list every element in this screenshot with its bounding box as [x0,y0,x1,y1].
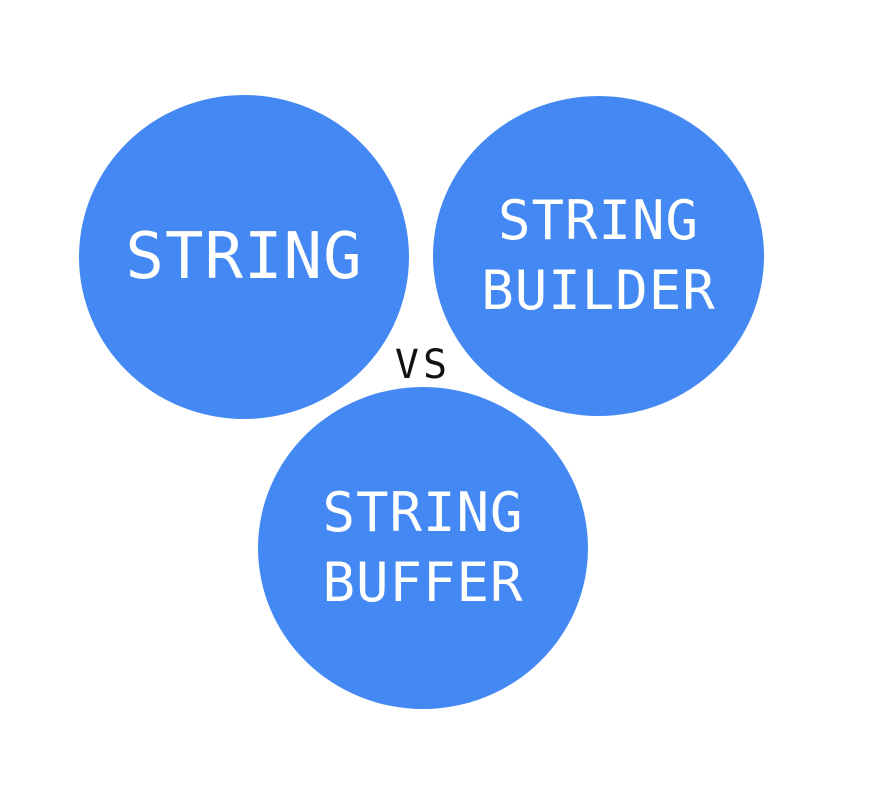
string-buffer-circle: STRING BUFFER [258,387,588,709]
string-builder-circle: STRING BUILDER [433,96,764,416]
string-buffer-label-line-2: BUFFER [322,551,524,614]
vs-connector: VS [394,342,452,388]
string-label: STRING [125,220,363,294]
string-builder-label-line-2: BUILDER [481,259,716,322]
string-builder-label-line-1: STRING [497,189,700,252]
string-circle: STRING [79,95,409,419]
string-buffer-label-line-1: STRING [322,481,524,544]
